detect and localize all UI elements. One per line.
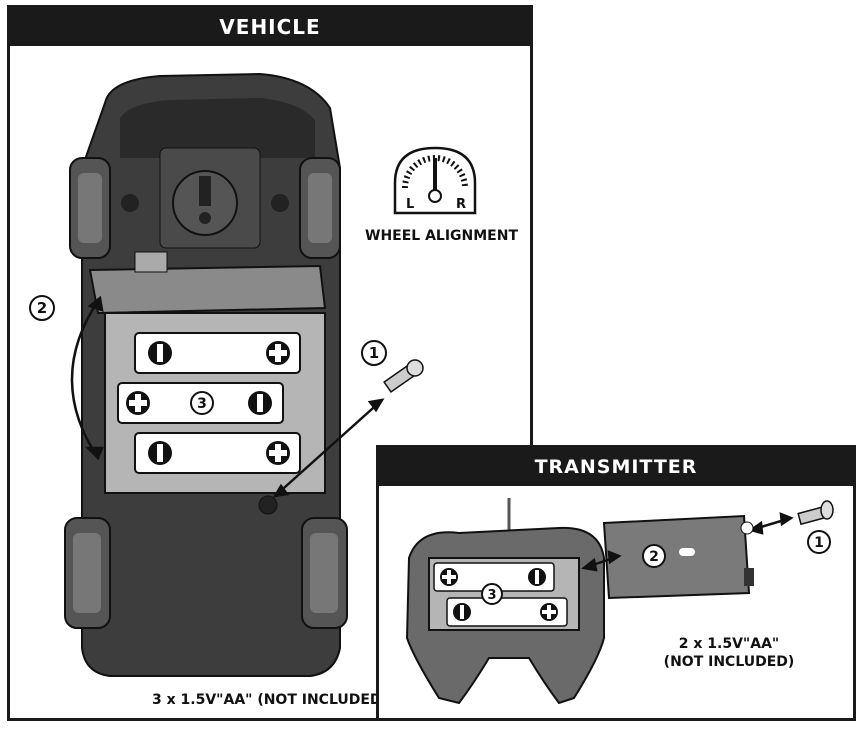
vehicle-step-1: 1: [369, 344, 379, 362]
transmitter-battery-2: [446, 597, 568, 627]
vehicle-step-2: 2: [37, 299, 47, 317]
vehicle-panel: VEHICLE: [7, 5, 533, 721]
battery-2: 3: [117, 382, 284, 424]
transmitter-caption-line1: 2 x 1.5V"AA": [678, 636, 780, 652]
screw-arrow: [272, 398, 385, 498]
transmitter-screw-icon: [797, 500, 834, 526]
transmitter-step-3-marker: 3: [481, 583, 503, 605]
vehicle-header: VEHICLE: [10, 8, 530, 46]
vehicle-diagram: 3 2 1: [29, 72, 477, 677]
transmitter-battery-caption: 2 x 1.5V"AA" (NOT INCLUDED): [629, 635, 829, 671]
vehicle-step-2-marker: 2: [29, 295, 55, 321]
transmitter-screw-arrow: [748, 512, 794, 535]
front-left-wheel: [69, 157, 111, 259]
transmitter-diagram: 3 2 1: [405, 498, 834, 705]
rear-left-wheel: [64, 517, 111, 629]
vehicle-step-1-marker: 1: [361, 340, 387, 366]
vehicle-step-3: 3: [197, 396, 207, 412]
rear-right-wheel: [301, 517, 348, 629]
transmitter-step-1-marker: 1: [807, 530, 831, 554]
transmitter-step-1: 1: [814, 535, 824, 551]
transmitter-battery-1: [433, 562, 555, 592]
transmitter-battery-cover: [602, 514, 751, 600]
wheel-alignment-label: WHEEL ALIGNMENT: [365, 228, 519, 244]
transmitter-step-3: 3: [487, 588, 496, 603]
battery-cover: [88, 264, 327, 315]
transmitter-panel: TRANSMITTER 3: [376, 445, 856, 721]
battery-3: [134, 432, 301, 474]
dial-left-label: L: [406, 197, 414, 212]
vehicle-battery-caption: 3 x 1.5V"AA" (NOT INCLUDED): [152, 692, 388, 708]
screw-hole: [258, 495, 278, 515]
battery-1: [134, 332, 301, 374]
front-right-wheel: [299, 157, 341, 259]
transmitter-header: TRANSMITTER: [379, 448, 853, 486]
transmitter-cover-arrow: [581, 550, 622, 572]
transmitter-step-2: 2: [649, 549, 659, 565]
wheel-alignment-dial-icon: L R: [393, 146, 477, 215]
screw-icon: [383, 359, 424, 393]
cover-swing-arrow: [70, 295, 104, 461]
transmitter-step-2-marker: 2: [642, 544, 666, 568]
transmitter-caption-line2: (NOT INCLUDED): [663, 654, 795, 670]
dial-right-label: R: [456, 197, 466, 212]
